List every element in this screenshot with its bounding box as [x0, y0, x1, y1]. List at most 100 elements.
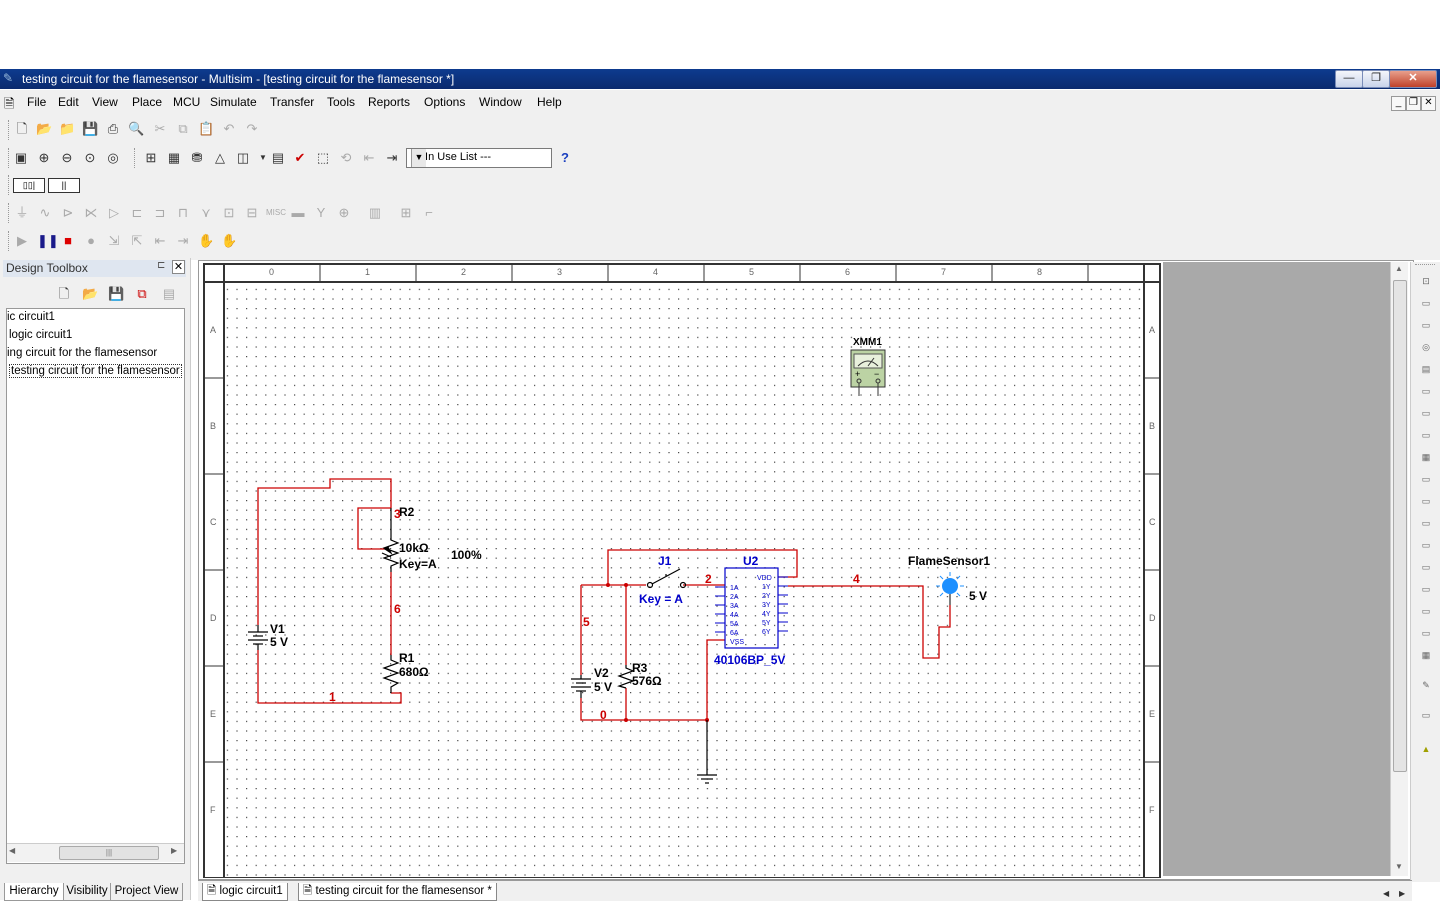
toolbar-grip[interactable]	[8, 175, 12, 195]
place-indicator-icon[interactable]: ⊡	[223, 205, 235, 220]
cut-icon[interactable]: ✂	[154, 121, 166, 136]
mdi-restore-icon[interactable]: ❐	[1406, 96, 1421, 111]
toolbar-grip[interactable]	[8, 231, 12, 251]
agilent-multimeter-icon[interactable]: ▭	[1421, 606, 1431, 616]
place-electromechanical-icon[interactable]: ⊕	[338, 205, 350, 220]
mdi-close-icon[interactable]: ✕	[1421, 96, 1436, 111]
scroll-left-icon[interactable]: ◀	[9, 846, 16, 855]
menu-mcu[interactable]: MCU	[173, 95, 201, 109]
tab-project-view[interactable]: Project View	[110, 883, 183, 901]
grapher-icon[interactable]: ◫	[236, 150, 250, 165]
resistor-r1[interactable]	[382, 655, 400, 693]
measurement-probe-icon[interactable]: ✎	[1422, 680, 1430, 690]
spectrum-analyzer-icon[interactable]: ▭	[1421, 540, 1431, 550]
tab-scroll-right-icon[interactable]: ▶	[1399, 889, 1406, 898]
place-advanced-icon[interactable]: ▬	[291, 205, 305, 220]
full-screen-icon[interactable]: ▣	[14, 150, 28, 165]
schematic-canvas[interactable]: 0 1 2 3 4 5 6 7 8 A B C D E F A B C D E …	[198, 260, 1164, 878]
toolbar-grip[interactable]	[8, 148, 12, 168]
document-icon[interactable]: 🗎	[4, 96, 15, 111]
agilent-generator-icon[interactable]: ▭	[1421, 584, 1431, 594]
flame-sensor-probe[interactable]	[936, 572, 964, 605]
place-rf-icon[interactable]: Y	[316, 205, 326, 220]
mdi-minimize-icon[interactable]: _	[1391, 96, 1406, 111]
maximize-button[interactable]: ❐	[1362, 70, 1390, 88]
place-analog-icon[interactable]: ▷	[109, 205, 119, 220]
tektronix-scope-icon[interactable]: ▦	[1421, 650, 1431, 660]
dock-icon[interactable]: ⊏	[157, 260, 166, 271]
battery-v1[interactable]	[248, 625, 268, 650]
switch-j1[interactable]	[646, 568, 687, 589]
close-icon[interactable]: ✕	[172, 260, 185, 274]
in-use-list-select[interactable]: --- In Use List --- ▼	[406, 148, 552, 168]
run-stop-switch-icon[interactable]: ▯▯|	[13, 178, 45, 193]
menu-view[interactable]: View	[92, 95, 118, 109]
place-transistor-icon[interactable]: ⋉	[84, 205, 98, 220]
iv-analyzer-icon[interactable]: ▭	[1421, 496, 1431, 506]
new-flat-icon[interactable]: 🗋	[58, 286, 70, 301]
place-mixed-icon[interactable]: ⋎	[201, 205, 211, 220]
tab-visibility[interactable]: Visibility	[63, 883, 111, 901]
place-hierarchical-icon[interactable]: ⊞	[400, 205, 412, 220]
labview-instrument-icon[interactable]: ▭	[1421, 710, 1431, 720]
place-misc-digital-icon[interactable]: ⊓	[177, 205, 189, 220]
help-icon[interactable]: ?	[561, 150, 569, 165]
tab-logic-circuit1[interactable]: 🗎 logic circuit1	[202, 883, 288, 901]
forward-annotate-icon[interactable]: ⇥	[386, 150, 398, 165]
save-icon[interactable]: 💾	[82, 121, 99, 136]
open-icon[interactable]: 📂	[82, 286, 99, 301]
step-over-icon[interactable]: ⇱	[131, 233, 143, 248]
step-into-icon[interactable]: ⇲	[108, 233, 120, 248]
postprocessor-icon[interactable]: ▤	[271, 150, 285, 165]
tree-item[interactable]: ic circuit1	[7, 311, 55, 323]
properties-icon[interactable]: ▤	[162, 286, 176, 301]
oscilloscope-icon[interactable]: ◎	[1422, 342, 1430, 352]
print-icon[interactable]: ⎙	[107, 121, 119, 136]
select-area-icon[interactable]: ⬚	[316, 150, 330, 165]
pause-at-next-icon[interactable]: ●	[87, 233, 95, 248]
agilent-scope-icon[interactable]: ▭	[1421, 628, 1431, 638]
new-file-icon[interactable]: 🗋	[16, 121, 28, 136]
multimeter-xmm1[interactable]: XMM1 +−	[850, 337, 886, 396]
paste-icon[interactable]: 📋	[198, 121, 215, 136]
scroll-thumb[interactable]	[1393, 280, 1407, 772]
database-icon[interactable]: ⛃	[191, 150, 203, 165]
run-icon[interactable]: ▶	[17, 233, 27, 248]
toggle-breakpoint-icon[interactable]: ✋	[198, 233, 215, 248]
open-sample-icon[interactable]: 📁	[59, 121, 76, 136]
menu-help[interactable]: Help	[537, 95, 562, 109]
network-analyzer-icon[interactable]: ▭	[1421, 562, 1431, 572]
multisim-app-icon[interactable]: ✎	[3, 71, 14, 85]
place-basic-icon[interactable]: ∿	[39, 205, 51, 220]
undo-icon[interactable]: ↶	[223, 121, 235, 136]
place-misc-icon[interactable]: MISC	[266, 208, 286, 217]
pause-switch-icon[interactable]: ||	[48, 178, 80, 193]
place-power-icon[interactable]: ⊟	[246, 205, 258, 220]
menu-transfer[interactable]: Transfer	[270, 95, 315, 109]
scroll-right-icon[interactable]: ▶	[171, 846, 178, 855]
distortion-analyzer-icon[interactable]: ▭	[1421, 518, 1431, 528]
tree-item-selected[interactable]: testing circuit for the flamesensor	[9, 364, 182, 378]
battery-v2[interactable]	[571, 675, 591, 698]
four-channel-scope-icon[interactable]: ▤	[1421, 364, 1431, 374]
menu-tools[interactable]: Tools	[327, 95, 356, 109]
tab-hierarchy[interactable]: Hierarchy	[4, 883, 64, 901]
chevron-down-icon[interactable]: ▼	[259, 153, 267, 162]
place-mcu-icon[interactable]: ▥	[368, 205, 382, 220]
zoom-in-icon[interactable]: ⊕	[38, 150, 50, 165]
ic-u2[interactable]: 1A 2A 3A 4A 5A 6A VSS VDD 1Y 2Y 3Y 4Y 5Y…	[715, 567, 788, 649]
word-generator-icon[interactable]: ▭	[1421, 430, 1431, 440]
logic-converter-icon[interactable]: ▭	[1421, 474, 1431, 484]
potentiometer-r2[interactable]	[381, 508, 400, 572]
tree-item[interactable]: logic circuit1	[9, 329, 73, 341]
copy-icon[interactable]: ⧉	[178, 121, 188, 136]
wattmeter-icon[interactable]: ▭	[1421, 320, 1431, 330]
step-out-icon[interactable]: ⇤	[154, 233, 166, 248]
menu-edit[interactable]: Edit	[58, 95, 79, 109]
tree-item[interactable]: ing circuit for the flamesensor	[7, 347, 158, 359]
vertical-scrollbar[interactable]: ▲ ▼	[1390, 262, 1408, 876]
run-to-cursor-icon[interactable]: ⇥	[177, 233, 189, 248]
menu-simulate[interactable]: Simulate	[210, 95, 257, 109]
close-design-icon[interactable]: ⧉	[137, 286, 147, 301]
menu-file[interactable]: File	[27, 95, 47, 109]
